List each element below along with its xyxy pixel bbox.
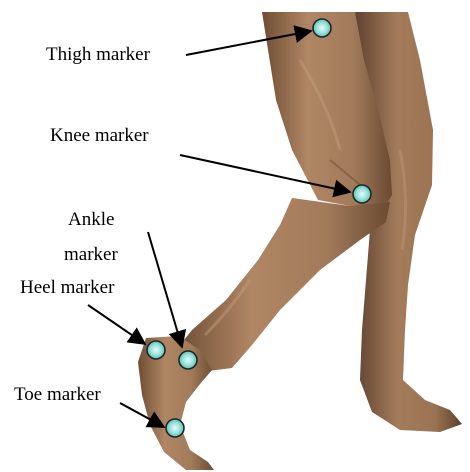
thigh-marker-label: Thigh marker bbox=[46, 44, 151, 65]
heel-marker-dot bbox=[147, 341, 165, 359]
heel-marker-label: Heel marker bbox=[20, 277, 115, 298]
ankle-marker-label-line2: marker bbox=[64, 244, 118, 265]
thigh-marker-dot bbox=[313, 19, 331, 37]
ankle-marker-label-line1: Ankle bbox=[68, 209, 114, 230]
front-shin bbox=[176, 198, 390, 372]
ankle-arrow bbox=[148, 232, 182, 347]
toe-marker-dot bbox=[166, 419, 184, 437]
knee-marker-label: Knee marker bbox=[50, 125, 149, 146]
knee-marker-dot bbox=[353, 185, 371, 203]
ankle-marker-dot bbox=[179, 351, 197, 369]
heel-arrow bbox=[88, 305, 145, 344]
toe-marker-label: Toe marker bbox=[14, 384, 101, 405]
